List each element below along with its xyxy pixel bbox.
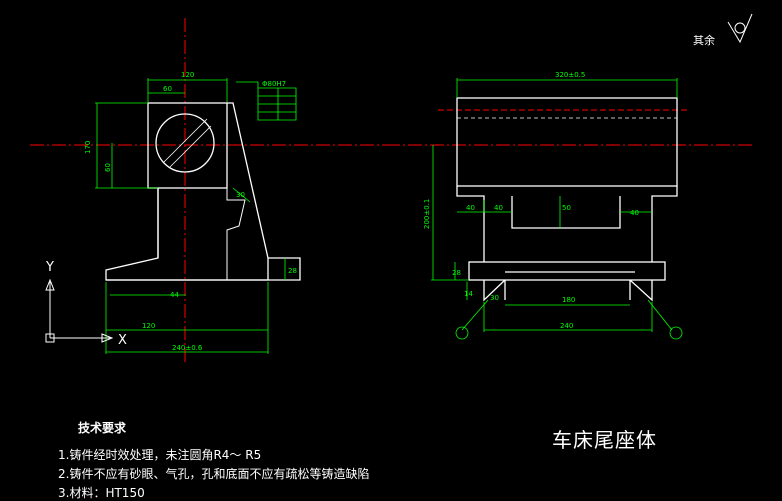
surface-finish-note: 其余 [693,34,715,47]
dim-base-height: 28 [288,267,297,275]
side-dim-slot-depth: 50 [562,204,571,212]
dimension-labels: 120 60 Φ80H7 170 60 30 28 44 120 240±0.6… [84,71,639,352]
bore-circle [155,113,215,173]
side-dim-top-length: 320±0.5 [555,71,585,79]
dim-center-left: 120 [142,322,155,330]
dim-top-width: 120 [181,71,194,79]
side-dim-step-b: 40 [494,204,503,212]
requirement-item-1: 1.铸件经时效处理，未注圆角R4～ R5 [58,448,262,462]
side-dim-base-width: 240 [560,322,573,330]
centerlines [30,18,752,362]
front-upper-block [147,102,228,189]
dim-height-center: 60 [104,163,112,172]
front-dimensions [95,78,297,354]
dim-left-offset: 60 [163,85,172,93]
dim-base-offset: 44 [170,291,179,299]
side-dim-right-step: 40 [630,209,639,217]
requirement-item-3: 3.材料：HT150 [58,486,145,500]
side-dim-base-step: 14 [464,290,473,298]
axis-y-label: Y [45,260,54,275]
side-dim-step-a: 40 [466,204,475,212]
side-upper-block [456,97,678,187]
axis-x-label: X [118,333,127,348]
requirements-heading: 技术要求 [78,421,127,435]
side-dim-slot-width: 180 [562,296,575,304]
requirement-item-2: 2.铸件不应有砂眼、气孔，孔和底面不应有疏松等铸造缺陷 [58,467,370,481]
side-view [456,97,678,302]
drawing-title: 车床尾座体 [552,428,657,452]
side-dim-base-height: 28 [452,269,461,277]
dim-height-total: 170 [84,141,92,154]
surface-finish-icon [727,13,753,44]
dim-overall-width: 240±0.6 [172,344,203,352]
dim-slope-angle: 30 [236,191,245,199]
side-dimensions [431,78,683,340]
dim-hole-dia: Φ80H7 [262,80,286,88]
front-view [105,102,301,281]
bore-hatch [162,118,212,168]
side-dim-bevel: 30 [490,294,499,302]
side-dim-height: 200±0.1 [423,199,431,229]
ucs-icon [45,278,114,343]
